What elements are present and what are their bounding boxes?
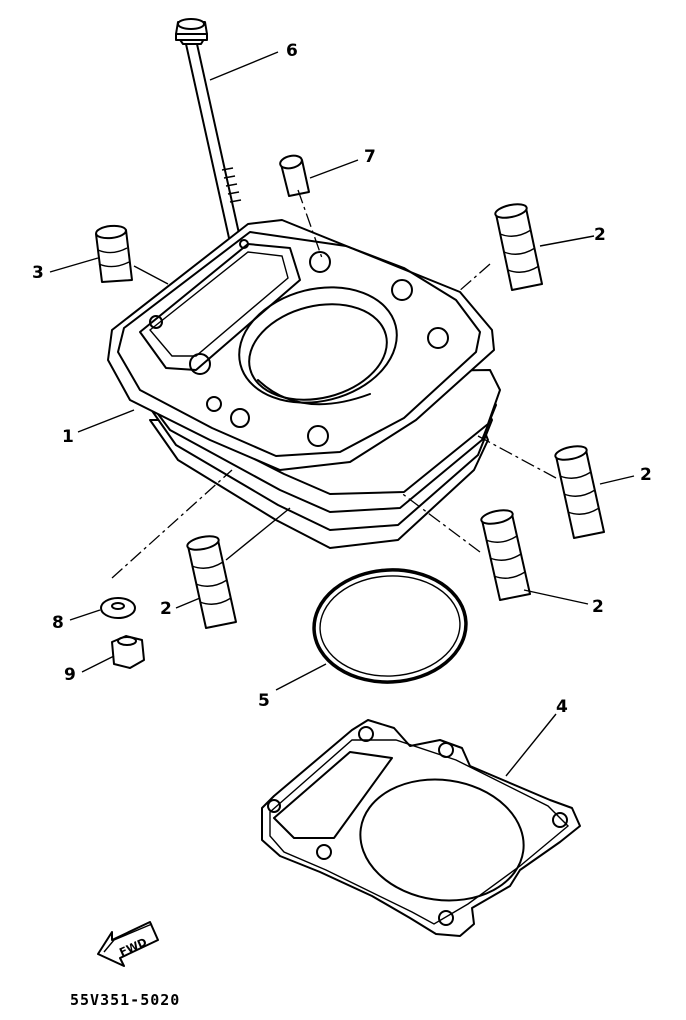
callout-2-upper-right: 2 <box>594 225 606 245</box>
callout-2-lower-left: 2 <box>160 599 172 619</box>
cylinder-bolt <box>175 18 242 239</box>
callout-5: 5 <box>258 691 270 711</box>
nut <box>111 635 145 669</box>
o-ring <box>312 568 468 684</box>
stud-pin-2-upper-right <box>494 203 543 291</box>
cylinder-base-gasket <box>261 719 581 937</box>
callout-4: 4 <box>556 697 568 717</box>
drawing-code: 55V351-5020 <box>70 991 180 1009</box>
stud-pin-2-lower-left <box>186 535 237 629</box>
fwd-arrow: FWD <box>97 921 159 967</box>
stud-pin-2-right <box>554 445 605 539</box>
leader-lines <box>49 51 635 777</box>
callout-2-lower-right: 2 <box>592 597 604 617</box>
callout-3: 3 <box>32 263 44 283</box>
cylinder-body <box>107 219 501 549</box>
stud-pin-3 <box>95 224 133 283</box>
callout-7: 7 <box>364 147 376 167</box>
callout-1: 1 <box>62 427 74 447</box>
dowel-pin <box>279 154 310 197</box>
callout-numbers: 1 2 2 2 2 3 4 5 6 7 8 9 <box>32 41 652 717</box>
callout-9: 9 <box>64 665 76 685</box>
callout-8: 8 <box>52 613 64 633</box>
callout-6: 6 <box>286 41 298 61</box>
stud-pin-2-lower-right <box>480 509 531 601</box>
washer <box>100 597 136 619</box>
callout-2-right: 2 <box>640 465 652 485</box>
